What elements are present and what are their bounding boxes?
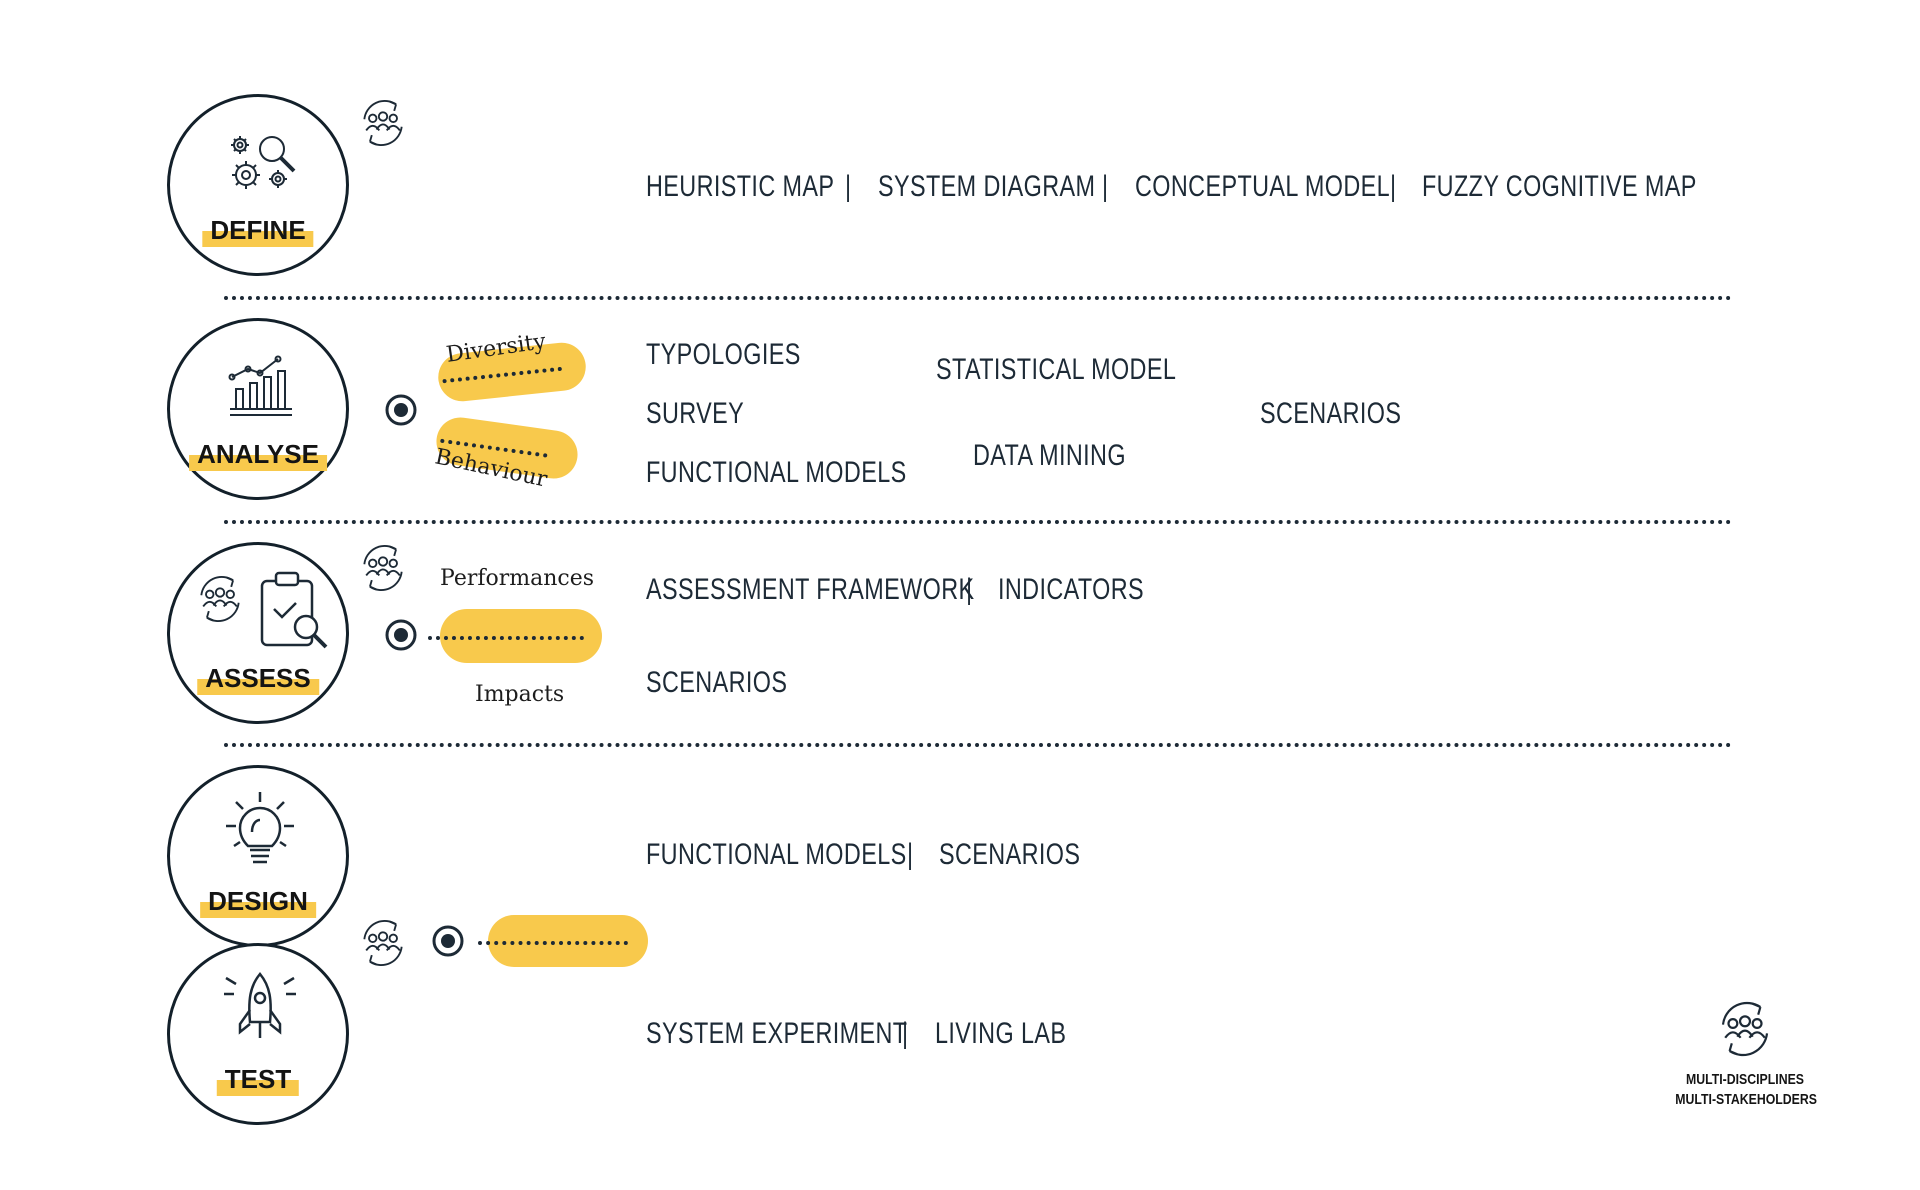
pill-dots [478,941,628,945]
pill-performances-impacts [428,609,602,663]
gears-search-icon [231,136,296,189]
divider [224,520,1732,524]
phase-assess-circle: ASSESS [167,542,349,724]
people-cycle-icon [1712,996,1778,1062]
divider [224,743,1732,747]
separator: | [902,1017,909,1050]
phase-design-circle: DESIGN [167,765,349,947]
separator: | [966,573,973,606]
tool-system-experiment: SYSTEM EXPERIMENT [646,1017,908,1050]
bar-chart-icon [228,355,292,416]
phase-label-define: DEFINE [202,215,315,247]
separator: | [907,838,914,871]
phase-label-assess: ASSESS [197,663,319,695]
pill-dots [442,366,563,384]
phase-label-test: TEST [216,1064,300,1096]
tool-scenarios: SCENARIOS [939,838,1081,871]
phase-label-design: DESIGN [200,886,316,918]
phase-analyse-circle: ANALYSE [167,318,349,500]
tool-scenarios: SCENARIOS [1260,397,1402,430]
phase-define-circle: DEFINE [167,94,349,276]
tool-conceptual-model: CONCEPTUAL MODEL [1135,170,1391,203]
tool-functional-models: FUNCTIONAL MODELS [646,838,907,871]
label-performances: Performances [440,566,595,591]
legend-line-disciplines: MULTI-DISCIPLINES [1685,1071,1804,1088]
tool-living-lab: LIVING LAB [935,1017,1067,1050]
tool-statistical-model: STATISTICAL MODEL [936,353,1177,386]
target-icon [384,393,418,427]
legend-text: MULTI-DISCIPLINES MULTI-STAKEHOLDERS [1675,1070,1817,1111]
tool-survey: SURVEY [646,397,745,430]
tool-functional-models: FUNCTIONAL MODELS [646,456,907,489]
phase-label-analyse: ANALYSE [189,439,327,471]
target-icon [384,618,418,652]
tool-heuristic-map: HEURISTIC MAP [646,170,835,203]
tool-indicators: INDICATORS [998,573,1145,606]
tool-assessment-framework: ASSESSMENT FRAMEWORK [646,573,975,606]
people-cycle-icon [192,571,248,627]
separator: | [845,170,852,203]
lightbulb-icon [226,792,294,864]
tool-data-mining: DATA MINING [973,439,1126,472]
people-cycle-icon [355,95,411,151]
label-impacts: Impacts [475,682,565,707]
pill-design-test [478,915,648,967]
legend-line-stakeholders: MULTI-STAKEHOLDERS [1675,1091,1817,1109]
people-cycle-icon [355,540,411,596]
separator: | [1102,170,1109,203]
tool-system-diagram: SYSTEM DIAGRAM [878,170,1096,203]
tool-fuzzy-cognitive-map: FUZZY COGNITIVE MAP [1422,170,1697,203]
separator: | [1390,170,1397,203]
clipboard-check-icon [260,571,328,649]
divider [224,296,1732,300]
people-cycle-icon [355,915,411,971]
rocket-icon [224,972,296,1038]
phase-test-circle: TEST [167,943,349,1125]
target-icon [431,924,465,958]
pill-dots [428,636,584,640]
tool-typologies: TYPOLOGIES [646,338,801,371]
tool-scenarios: SCENARIOS [646,666,788,699]
